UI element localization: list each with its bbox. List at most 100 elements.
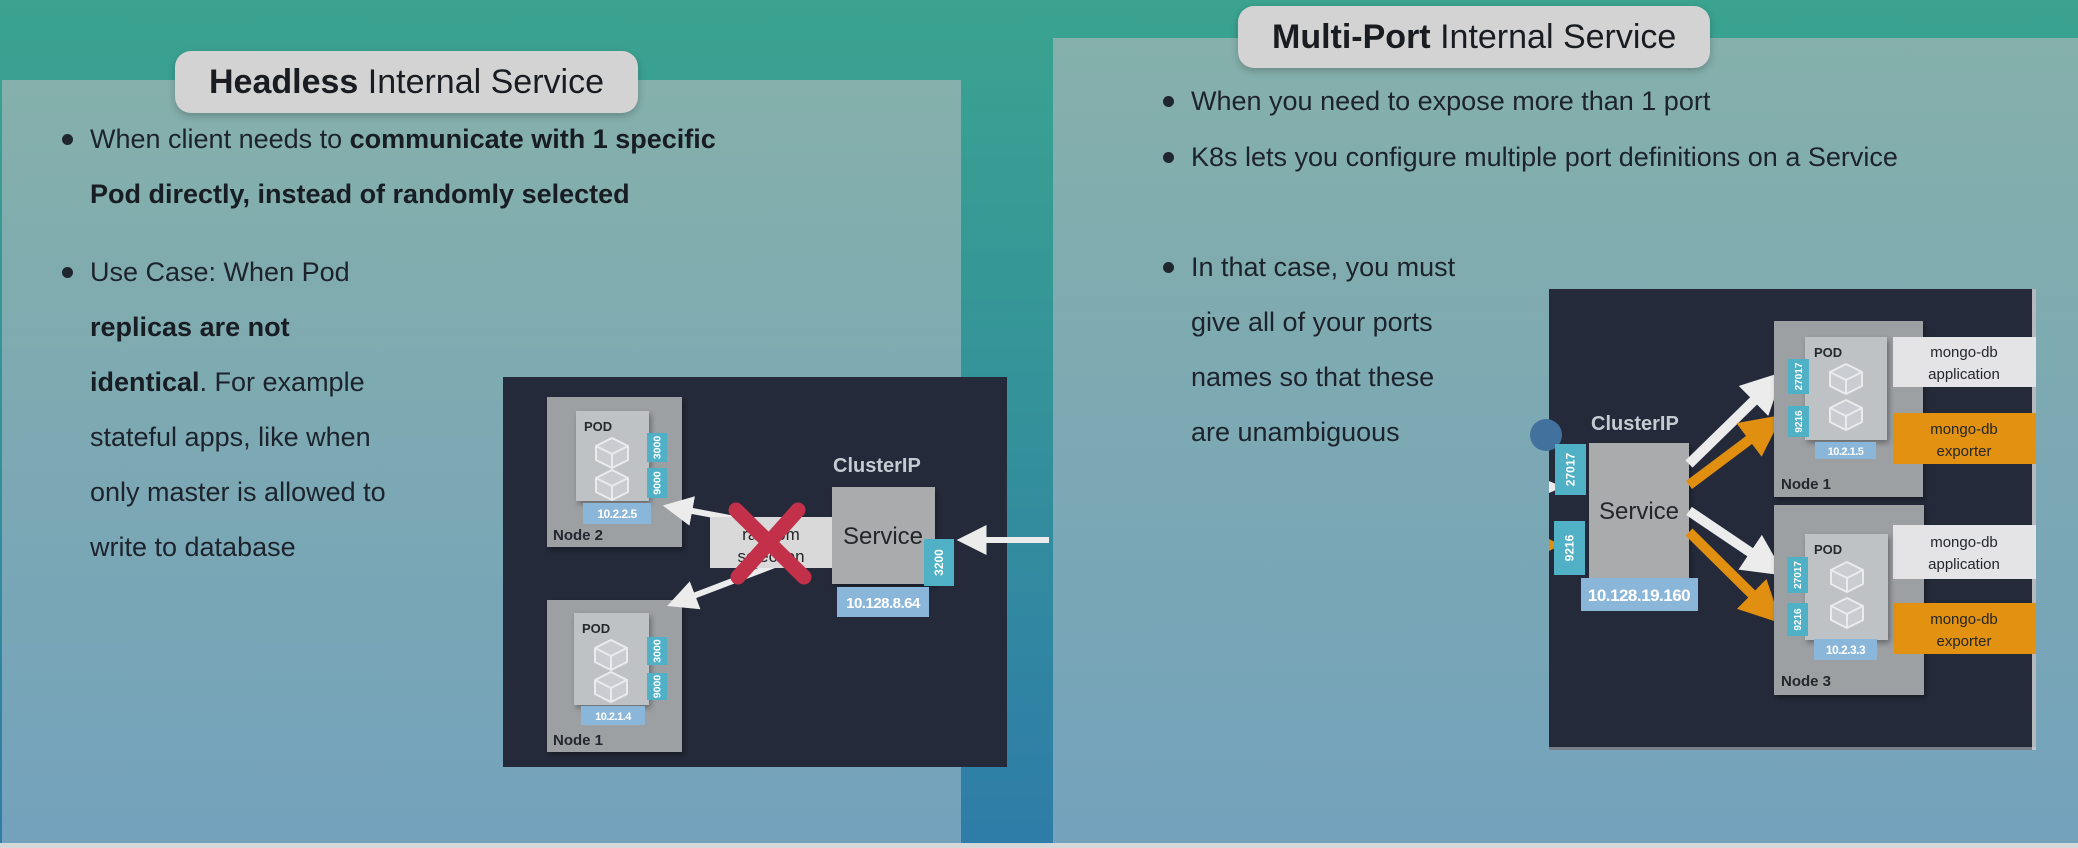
port-badge	[647, 433, 667, 462]
pod-label: POD	[1814, 345, 1842, 360]
bullet-text-normal: When client needs to	[90, 124, 350, 154]
bullet-multiport-3: In that case, you must give all of your …	[1163, 240, 1473, 460]
node-1: POD 3000 9000 10.2.1.4 Node 1	[547, 600, 682, 752]
title-bold-text: Headless	[209, 63, 359, 101]
pod-ip: 10.2.1.5	[1828, 446, 1864, 458]
package-cube-icon	[1830, 561, 1864, 593]
exporter-label-line2: exporter	[1936, 633, 1991, 650]
pod-ip-badge	[1815, 442, 1876, 459]
node-label: Node 1	[553, 732, 603, 749]
port-number: 27017	[1794, 362, 1805, 390]
bullet-text-bold: communicate with 1 specific Pod directly…	[90, 124, 716, 209]
multiport-service-diagram: ClusterIP Service 27017 9216 10.128.19.1…	[1530, 289, 2036, 750]
bullet-text-normal: . For example stateful apps, like when o…	[90, 367, 386, 562]
bullet-text: When client needs to communicate with 1 …	[90, 112, 752, 222]
port-badge	[1787, 557, 1808, 593]
service-box	[832, 487, 935, 584]
mongo-db-exporter-box	[1894, 603, 2036, 654]
package-cube-icon	[1829, 399, 1863, 431]
bullet-text: When you need to expose more than 1 port	[1191, 86, 1711, 116]
title-rest-text: Internal Service	[1430, 18, 1677, 56]
service-to-node1-exporter-arrow	[1686, 414, 1783, 489]
node-label: Node 3	[1781, 673, 1831, 690]
bullet-headless-1: When client needs to communicate with 1 …	[62, 112, 752, 222]
red-cross-icon	[728, 502, 812, 585]
package-cube-icon	[594, 671, 628, 703]
bullet-dot	[62, 267, 73, 278]
service-to-node1-app-arrow	[1685, 371, 1784, 468]
port-badge	[1788, 406, 1809, 437]
bullet-dot	[1163, 96, 1174, 107]
service-port-number: 9216	[1563, 534, 1577, 561]
bullet-text-normal: Use Case: When Pod	[90, 257, 350, 287]
port-number: 9216	[1793, 608, 1804, 631]
package-cube-icon	[1830, 597, 1864, 629]
port-badge	[1787, 603, 1808, 636]
headless-service-diagram: POD 3000 9000 10.2.2.5 Node 2 POD 3000 9…	[503, 377, 1049, 767]
pod-ip: 10.2.2.5	[597, 507, 637, 521]
cluster-type-label: ClusterIP	[1591, 413, 1679, 435]
bullet-text: K8s lets you configure multiple port def…	[1191, 142, 1898, 172]
service-ip-badge	[1581, 578, 1698, 611]
package-cube-icon	[595, 469, 629, 501]
bullet-dot	[1163, 152, 1174, 163]
app-label-line1: mongo-db	[1930, 344, 1998, 361]
pod-ip: 10.2.1.4	[595, 711, 632, 723]
mongo-db-application-box	[1893, 525, 2036, 579]
multiport-panel-title: Multi-Port Internal Service	[1238, 6, 1711, 68]
bullet-dot	[1163, 262, 1174, 273]
clusterip-service: ClusterIP Service 27017 9216 10.128.19.1…	[1554, 413, 1698, 611]
port-number: 27017	[1793, 561, 1804, 589]
pod-ip-badge	[583, 503, 651, 524]
package-cube-icon	[595, 437, 629, 469]
mongo-db-exporter-box	[1893, 413, 2036, 464]
service-label: Service	[1599, 498, 1679, 525]
port-number: 3000	[652, 436, 664, 460]
service-port-number: 27017	[1564, 452, 1578, 486]
title-bold-text: Multi-Port	[1272, 18, 1431, 56]
bullet-headless-2: Use Case: When Pod replicas are not iden…	[62, 245, 392, 575]
diagram-edge-highlight	[2032, 289, 2036, 750]
service-port-badge	[1555, 444, 1586, 495]
port-badge	[647, 637, 667, 665]
cluster-type-label: ClusterIP	[833, 455, 921, 477]
service-to-node3-exporter-arrow	[1685, 528, 1782, 624]
clusterip-service: ClusterIP Service 3200 10.128.8.64	[832, 455, 954, 617]
pod-ip-badge	[1814, 639, 1877, 660]
bullet-text-bold: replicas are not identical	[90, 312, 290, 397]
package-cube-icon	[1829, 363, 1863, 395]
mongo-db-application-box	[1893, 337, 2036, 387]
bottom-strip	[0, 843, 2078, 848]
node-2: POD 3000 9000 10.2.2.5 Node 2	[547, 397, 682, 547]
service-ip-badge	[837, 587, 929, 617]
port-number: 9000	[652, 675, 664, 699]
port-badge	[647, 673, 667, 700]
diagram-edge-highlight	[1549, 747, 2036, 750]
pod-label: POD	[582, 621, 610, 636]
service-port-badge	[1554, 521, 1585, 575]
app-label-line2: application	[1928, 366, 2000, 383]
pod-ip: 10.2.3.3	[1826, 643, 1866, 657]
port-badge	[647, 468, 667, 498]
node-label: Node 1	[1781, 476, 1831, 493]
port-badge	[1788, 359, 1809, 394]
app-label-line2: application	[1928, 556, 2000, 573]
exporter-label-line1: mongo-db	[1930, 611, 1998, 628]
incoming-client-dot	[1530, 419, 1562, 451]
port-number: 9216	[1794, 410, 1805, 433]
exporter-label-line2: exporter	[1936, 443, 1991, 460]
bullet-text: Use Case: When Pod replicas are not iden…	[90, 245, 392, 575]
service-ip: 10.128.19.160	[1588, 586, 1690, 605]
random-selection-annotation: random selection	[710, 502, 832, 585]
service-port-number: 3200	[932, 549, 946, 576]
bullet-text: In that case, you must give all of your …	[1191, 252, 1456, 447]
service-label: Service	[843, 523, 923, 550]
bullet-multiport-1: When you need to expose more than 1 port	[1163, 74, 2003, 129]
port-number: 9000	[652, 471, 664, 495]
bullet-multiport-2: K8s lets you configure multiple port def…	[1163, 130, 1943, 185]
exporter-label-line1: mongo-db	[1930, 421, 1998, 438]
pod-ip-badge	[581, 706, 645, 725]
service-ip: 10.128.8.64	[846, 595, 921, 612]
headless-panel-title: Headless Internal Service	[175, 51, 638, 113]
